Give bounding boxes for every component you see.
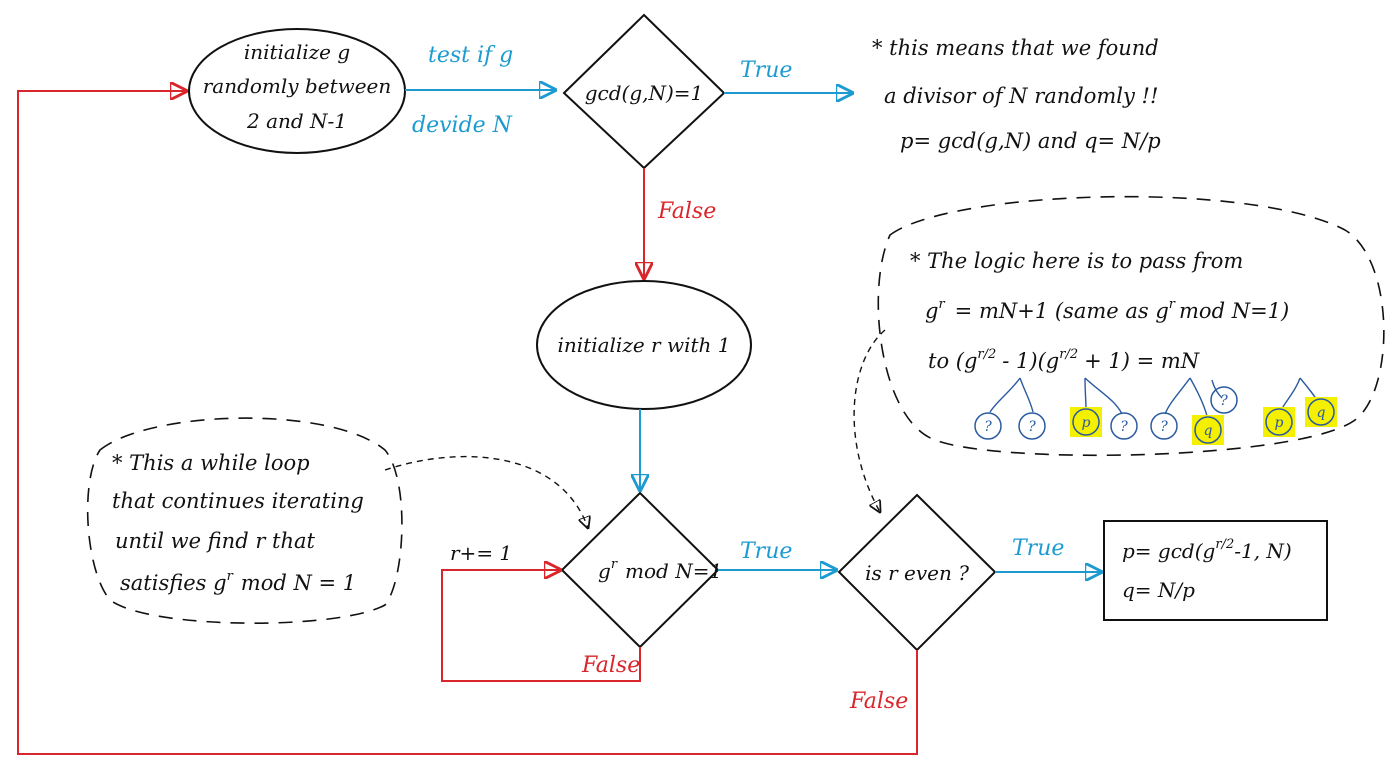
- logic-line3-exp2: r/2: [1059, 347, 1078, 362]
- logic-line2-exp2: r: [1169, 297, 1176, 312]
- logic-circle-label-1: ?: [1028, 419, 1036, 435]
- logic-circle-label-5: q: [1204, 423, 1213, 439]
- edge-label-increment: r+= 1: [450, 541, 512, 565]
- logic-line2-exp: r: [938, 297, 945, 312]
- found-line3: p= gcd(g,N) and q= N/p: [900, 129, 1161, 153]
- loop-line1: * This a while loop: [112, 451, 310, 475]
- node-init-g: initialize g randomly between 2 and N-1: [188, 28, 406, 154]
- edge-gcd-false: False: [644, 168, 716, 278]
- logic-circle-label-2: p: [1082, 415, 1091, 431]
- mod-check-base: g: [598, 559, 611, 583]
- result-line1-post: -1, N): [1234, 539, 1292, 563]
- logic-highlight-8: [1305, 397, 1337, 427]
- node-result-box: p= gcd(gr/2-1, N) q= N/p: [1103, 520, 1328, 621]
- mod-check-rest: mod N=1: [625, 559, 722, 583]
- logic-line2-mid: = mN+1 (same as g: [955, 299, 1169, 323]
- logic-line1: * The logic here is to pass from: [910, 249, 1243, 273]
- edge-label-false-2: False: [581, 653, 640, 678]
- node-mod-check: gr mod N=1: [560, 491, 722, 649]
- note-logic: * The logic here is to pass from gr= mN+…: [877, 195, 1385, 457]
- loop-line3: until we find r that: [115, 529, 316, 553]
- edge-label-devide-n: devide N: [412, 113, 513, 138]
- mod-check-exp: r: [611, 557, 618, 572]
- found-line1: * this means that we found: [872, 36, 1159, 60]
- edge-label-true-3: True: [1012, 536, 1064, 561]
- svg-text:to (gr/2- 1)(gr/2+ 1) = mN: to (gr/2- 1)(gr/2+ 1) = mN: [928, 347, 1200, 373]
- is-even-text: is r even ?: [865, 561, 969, 585]
- init-r-text: initialize r with 1: [558, 333, 731, 357]
- logic-circle-label-0: ?: [984, 419, 992, 435]
- logic-circle-label-8: q: [1317, 405, 1326, 421]
- logic-circle-1: [1018, 412, 1046, 440]
- edge-gcd-true: True: [724, 58, 852, 93]
- logic-highlight-2: [1070, 407, 1102, 437]
- note-found-divisor: * this means that we found a divisor of …: [872, 36, 1161, 153]
- result-line1-pre: p= gcd(g: [1122, 539, 1215, 563]
- node-init-r: initialize r with 1: [536, 280, 752, 410]
- edge-label-true-2: True: [740, 539, 792, 564]
- logic-note-connector: [853, 329, 886, 512]
- loop-line4-pre: satisfies g: [120, 571, 227, 595]
- edge-init-to-gcd: test if g devide N: [405, 43, 555, 138]
- node-gcd-check: gcd(g,N)=1: [562, 13, 726, 170]
- note-while-loop: * This a while loop that continues itera…: [86, 417, 403, 624]
- edge-label-false-3: False: [849, 689, 908, 714]
- result-line1-exp: r/2: [1215, 537, 1234, 552]
- found-line2: a divisor of N randomly !!: [884, 84, 1158, 108]
- logic-circle-label-7: p: [1275, 415, 1284, 431]
- node-is-even: is r even ?: [837, 493, 997, 652]
- logic-circle-5: [1194, 416, 1222, 444]
- logic-circle-label-3: ?: [1120, 419, 1128, 435]
- edge-even-true: True: [995, 536, 1101, 572]
- logic-highlight-5: [1192, 415, 1224, 445]
- logic-circle-2: [1072, 408, 1100, 436]
- svg-text:p= gcd(gr/2-1, N): p= gcd(gr/2-1, N): [1122, 537, 1292, 563]
- loop-line2: that continues iterating: [112, 489, 364, 513]
- logic-highlight-7: [1263, 407, 1295, 437]
- logic-circle-label-6: ?: [1220, 393, 1228, 409]
- logic-line2-pre: g: [925, 299, 938, 323]
- logic-circle-label-4: ?: [1160, 419, 1168, 435]
- logic-line2-post: mod N=1): [1179, 299, 1289, 323]
- logic-circle-8: [1307, 398, 1335, 426]
- edge-mod-false-loop: False r+= 1: [441, 541, 641, 682]
- init-g-line1: initialize g: [244, 40, 350, 64]
- gcd-check-text: gcd(g,N)=1: [585, 81, 704, 105]
- edge-label-true-1: True: [740, 58, 792, 83]
- logic-circle-0: [974, 412, 1002, 440]
- logic-circle-group: ?? p?? q? p q: [974, 386, 1337, 445]
- loop-line4-post: mod N = 1: [241, 571, 356, 595]
- edge-even-false-back: False: [17, 91, 918, 755]
- logic-line3-post: + 1) = mN: [1084, 349, 1200, 373]
- logic-line3-pre: to (g: [928, 349, 977, 373]
- loop-note-connector: [384, 455, 588, 528]
- init-g-line2: randomly between: [203, 74, 392, 98]
- edge-label-test-if-g: test if g: [428, 43, 513, 68]
- edge-mod-true: True: [718, 539, 836, 570]
- logic-circle-4: [1150, 412, 1178, 440]
- init-g-line3: 2 and N-1: [246, 109, 347, 133]
- result-line2: q= N/p: [1122, 578, 1195, 602]
- loop-line4-exp: r: [227, 569, 234, 584]
- logic-line3-exp: r/2: [977, 347, 996, 362]
- edge-label-false-1: False: [657, 199, 716, 224]
- logic-circle-7: [1265, 408, 1293, 436]
- logic-circle-6: [1210, 386, 1238, 414]
- logic-circle-3: [1110, 412, 1138, 440]
- logic-line3-mid: - 1)(g: [1002, 349, 1059, 373]
